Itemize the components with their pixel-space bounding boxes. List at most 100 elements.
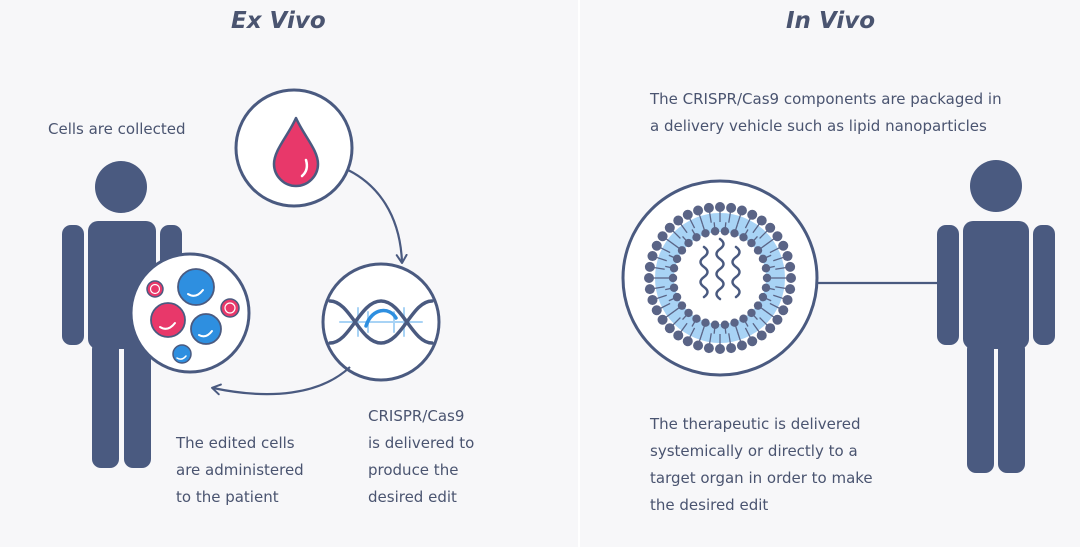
lipid-head [785, 284, 796, 295]
lipid-head [710, 227, 720, 236]
lipid-head [762, 273, 772, 283]
lipid-head [758, 292, 768, 302]
patient-head [970, 160, 1022, 212]
label-line: CRISPR/Cas9 [368, 407, 465, 425]
lipid-head [786, 273, 796, 283]
lipid-head [720, 320, 730, 329]
blood-drop-circle [234, 88, 354, 208]
label-line: The therapeutic is delivered [650, 415, 861, 433]
lipid-head [739, 314, 748, 323]
lipid-head [772, 314, 783, 325]
lipid-head [669, 283, 679, 292]
patient-left-arm [937, 225, 959, 345]
lipid-head [761, 283, 771, 292]
lipid-head [701, 229, 710, 238]
lipid-head [782, 251, 793, 262]
patient-torso [963, 221, 1029, 349]
label-line: the desired edit [650, 496, 769, 514]
lipid-head [753, 246, 763, 255]
lipid-head [710, 320, 720, 329]
arrow-collect-to-edit [347, 169, 408, 264]
panel-divider [578, 0, 580, 547]
blue-cell [172, 344, 192, 364]
lipid-head [703, 202, 714, 213]
patient-figure-right [937, 160, 1055, 473]
label-line: are administered [176, 461, 304, 479]
lipid-head [726, 343, 737, 354]
crispr-payload-icon [699, 237, 741, 301]
blue-cell [190, 313, 222, 345]
ex-vivo-title: Ex Vivo [231, 8, 326, 34]
patient-left-leg [92, 340, 119, 468]
patient-left-arm [62, 225, 84, 345]
lipid-head [657, 314, 668, 325]
lipid-head [747, 209, 758, 220]
lipid-head [672, 254, 682, 264]
lipid-head [677, 301, 687, 310]
lipid-head [730, 318, 739, 327]
lipid-head [651, 305, 662, 316]
lipid-head [693, 205, 704, 216]
lipid-head [701, 318, 710, 327]
lipid-head [677, 246, 687, 255]
lipid-head [715, 344, 725, 354]
lipid-head [672, 292, 682, 302]
patient-right-leg [998, 340, 1025, 473]
lipid-head [673, 215, 684, 226]
red-cell [220, 298, 240, 318]
lipid-head [726, 202, 737, 213]
in-vivo-title: In Vivo [786, 8, 876, 34]
lipid-head [765, 323, 776, 334]
lipid-head [669, 264, 679, 273]
packaged-label: The CRISPR/Cas9 components are packaged … [650, 86, 1002, 140]
lipid-head [756, 215, 767, 226]
administered-label: The edited cells are administered to the… [176, 430, 304, 511]
lipid-head [778, 240, 789, 251]
label-line: is delivered to [368, 434, 475, 452]
label-line: produce the [368, 461, 459, 479]
label-line: The CRISPR/Cas9 components are packaged … [650, 90, 1002, 108]
lipid-head [761, 264, 771, 273]
arrow-edit-to-patient [211, 366, 351, 396]
lipid-head [785, 261, 796, 272]
lipid-head [692, 314, 701, 323]
lipid-head [647, 251, 658, 262]
lipid-head [693, 340, 704, 351]
lipid-head [684, 238, 693, 248]
red-cell [150, 302, 186, 338]
lipid-heads [644, 202, 796, 354]
label-line: a delivery vehicle such as lipid nanopar… [650, 117, 987, 135]
lipid-head [647, 294, 658, 305]
label-line: target organ in order to make [650, 469, 873, 487]
dna-helix-icon [328, 299, 434, 345]
patient-right-arm [1033, 225, 1055, 345]
therapeutic-label: The therapeutic is delivered systemicall… [650, 411, 873, 519]
lipid-head [703, 343, 714, 354]
lipid-head [720, 227, 730, 236]
lipid-head [644, 284, 655, 295]
red-cell [146, 280, 164, 298]
lipid-head [651, 240, 662, 251]
lipid-head [730, 229, 739, 238]
lipid-head [736, 205, 747, 216]
label-line: desired edit [368, 488, 457, 506]
cell-sample-circle [129, 252, 251, 374]
lipid-head [772, 231, 783, 242]
lipid-head [664, 222, 675, 233]
lipid-head [644, 261, 655, 272]
patient-left-leg [967, 340, 994, 473]
lipid-head [765, 222, 776, 233]
lipid-head [682, 209, 693, 220]
patient-head [95, 161, 147, 213]
patient-right-leg [124, 340, 151, 468]
dna-circle [321, 262, 441, 382]
lipid-head [664, 323, 675, 334]
lipid-head [756, 330, 767, 341]
crispr-delivered-label: CRISPR/Cas9 is delivered to produce the … [368, 403, 474, 511]
label-line: systemically or directly to a [650, 442, 858, 460]
cells-collected-label: Cells are collected [48, 120, 186, 138]
lipid-head [684, 308, 693, 318]
lipid-head [778, 305, 789, 316]
lipid-head [657, 231, 668, 242]
lipid-head [747, 308, 756, 318]
